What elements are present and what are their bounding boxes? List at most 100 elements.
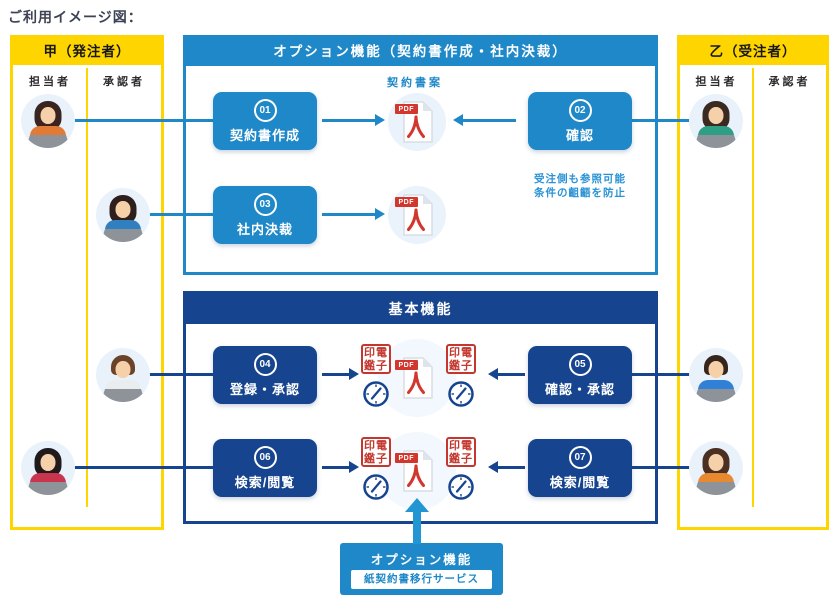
stamp-row2: 鑑子 bbox=[364, 452, 388, 465]
connector-step07-to-b-staff bbox=[630, 466, 694, 469]
pdf-badge: PDF bbox=[395, 104, 418, 114]
paper-contract-migration-label: 紙契約書移行サービス bbox=[351, 570, 492, 589]
avatar-laptop bbox=[26, 482, 70, 495]
step-04-number: 04 bbox=[253, 352, 277, 376]
step-04-label: 登録・承認 bbox=[229, 381, 300, 397]
step-02-label: 確認 bbox=[565, 127, 594, 143]
arrow-migration-to-doc-head bbox=[405, 498, 429, 512]
step-06-search-view: 06 検索/閲覧 bbox=[213, 439, 317, 497]
avatar-laptop bbox=[694, 135, 738, 148]
option-note-line1: 受注側も参照可能 bbox=[534, 173, 626, 185]
avatar-party-a-staff-bottom bbox=[21, 441, 75, 495]
timestamp-icon bbox=[363, 381, 389, 407]
step-05-label: 確認・承認 bbox=[544, 381, 615, 397]
avatar-party-b-staff-bottom bbox=[689, 441, 743, 495]
party-b-role-approver: 承認者 bbox=[768, 76, 811, 88]
step-07-search-view: 07 検索/閲覧 bbox=[528, 439, 632, 497]
step-05-confirm-approve: 05 確認・承認 bbox=[528, 346, 632, 404]
step-03-number: 03 bbox=[253, 192, 277, 216]
avatar-face bbox=[40, 107, 56, 124]
electronic-seal-stamp-icon: 印電 鑑子 bbox=[361, 344, 391, 374]
avatar-party-a-approver-top bbox=[96, 188, 150, 242]
party-a-role-approver: 承認者 bbox=[103, 76, 145, 88]
party-b-roles: 担当者 承認者 bbox=[680, 73, 826, 89]
stamp-row1: 印電 bbox=[449, 347, 473, 359]
timestamp-icon bbox=[448, 381, 474, 407]
pdf-document-approved: PDF bbox=[388, 186, 446, 244]
party-a-roles: 担当者 承認者 bbox=[13, 73, 161, 89]
avatar-laptop bbox=[101, 229, 145, 242]
avatar-laptop bbox=[694, 389, 738, 402]
party-b-column-divider bbox=[752, 68, 754, 507]
timestamp-icon bbox=[448, 474, 474, 500]
step-06-number: 06 bbox=[253, 445, 277, 469]
connector-a-staff-to-step01 bbox=[62, 119, 215, 122]
party-b-role-staff: 担当者 bbox=[695, 76, 738, 88]
step-05-number: 05 bbox=[568, 352, 592, 376]
step-03-internal-approval: 03 社内決裁 bbox=[213, 186, 317, 244]
pdf-badge: PDF bbox=[395, 453, 418, 463]
arrow-step02-to-draft bbox=[453, 114, 516, 126]
arrow-migration-to-doc-shaft bbox=[413, 511, 421, 544]
avatar-face bbox=[40, 454, 56, 471]
connector-a-staff-to-step06 bbox=[62, 466, 215, 469]
avatar-face bbox=[708, 361, 724, 378]
pdf-document-signed-2: PDF bbox=[378, 432, 456, 510]
contract-draft-label: 契約書案 bbox=[387, 77, 443, 89]
step-03-label: 社内決裁 bbox=[236, 221, 293, 237]
stamp-row2: 鑑子 bbox=[449, 359, 473, 372]
avatar-laptop bbox=[26, 135, 70, 148]
arrow-step05-to-doc bbox=[488, 368, 525, 380]
step-02-confirm: 02 確認 bbox=[528, 92, 632, 150]
basic-section-title: 基本機能 bbox=[186, 294, 655, 324]
step-01-create-contract: 01 契約書作成 bbox=[213, 92, 317, 150]
step-02-number: 02 bbox=[568, 98, 592, 122]
option-section-title: オプション機能（契約書作成・社内決裁） bbox=[186, 38, 655, 66]
connector-step05-to-b-staff bbox=[630, 373, 694, 376]
party-a-column-divider bbox=[86, 68, 88, 507]
pdf-badge: PDF bbox=[395, 360, 418, 370]
bottom-option-box: オプション機能 紙契約書移行サービス bbox=[340, 543, 503, 595]
stamp-row2: 鑑子 bbox=[449, 452, 473, 465]
avatar-face bbox=[115, 201, 131, 218]
avatar-party-b-staff-top bbox=[689, 94, 743, 148]
avatar-party-a-approver-bottom bbox=[96, 348, 150, 402]
party-a-role-staff: 担当者 bbox=[29, 76, 71, 88]
option-note-line2: 条件の齟齬を防止 bbox=[534, 187, 626, 199]
timestamp-icon bbox=[363, 474, 389, 500]
avatar-face bbox=[115, 361, 131, 378]
step-04-register-approve: 04 登録・承認 bbox=[213, 346, 317, 404]
step-06-label: 検索/閲覧 bbox=[234, 474, 296, 490]
step-01-number: 01 bbox=[253, 98, 277, 122]
stamp-row1: 印電 bbox=[449, 440, 473, 452]
party-a-title: 甲（発注者） bbox=[13, 38, 161, 65]
stamp-row1: 印電 bbox=[364, 440, 388, 452]
avatar-laptop bbox=[101, 389, 145, 402]
stamp-row2: 鑑子 bbox=[364, 359, 388, 372]
arrow-step03-to-doc bbox=[322, 208, 385, 220]
pdf-document-draft: PDF bbox=[388, 93, 446, 151]
avatar-face bbox=[708, 454, 724, 471]
electronic-seal-stamp-icon: 印電 鑑子 bbox=[446, 437, 476, 467]
arrow-step07-to-doc bbox=[488, 461, 525, 473]
connector-step02-to-b-staff bbox=[630, 119, 694, 122]
connector-a-approver-to-step04 bbox=[135, 373, 215, 376]
step-01-label: 契約書作成 bbox=[229, 127, 300, 143]
arrow-step04-to-doc bbox=[322, 368, 359, 380]
arrow-step01-to-draft bbox=[322, 114, 385, 126]
avatar-party-a-staff-top bbox=[21, 94, 75, 148]
stamp-row1: 印電 bbox=[364, 347, 388, 359]
avatar-party-b-staff-middle bbox=[689, 348, 743, 402]
electronic-seal-stamp-icon: 印電 鑑子 bbox=[361, 437, 391, 467]
pdf-document-signed-1: PDF bbox=[378, 339, 456, 417]
arrow-step06-to-doc bbox=[322, 461, 359, 473]
step-07-number: 07 bbox=[568, 445, 592, 469]
bottom-option-title: オプション機能 bbox=[370, 553, 473, 567]
connector-a-approver-to-step03 bbox=[135, 213, 215, 216]
pdf-badge: PDF bbox=[395, 197, 418, 207]
avatar-laptop bbox=[694, 482, 738, 495]
step-07-label: 検索/閲覧 bbox=[549, 474, 611, 490]
page-title: ご利用イメージ図： bbox=[8, 9, 143, 25]
party-b-title: 乙（受注者） bbox=[680, 38, 826, 65]
